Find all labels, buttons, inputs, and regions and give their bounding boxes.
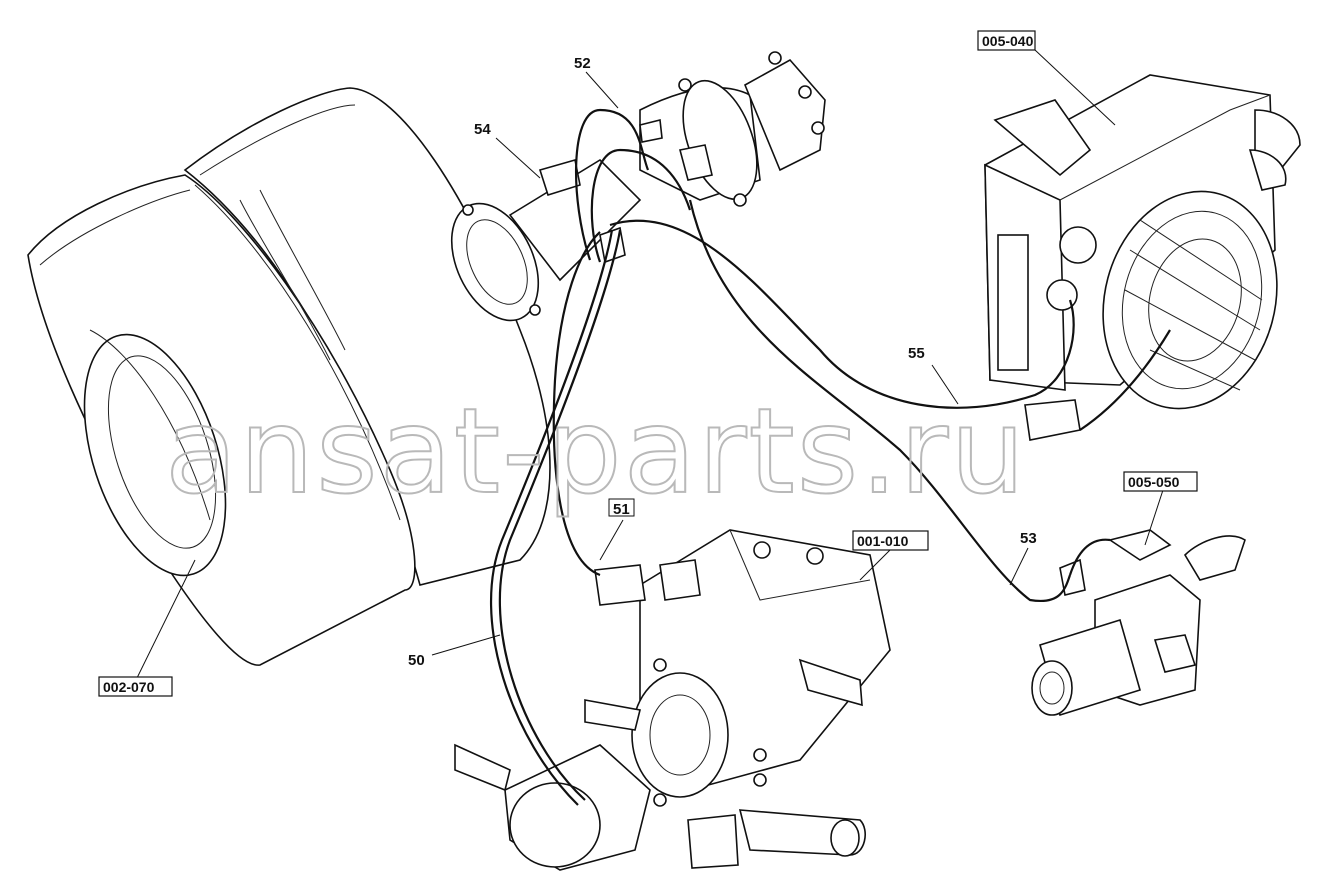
callout-53: 53 — [1020, 530, 1037, 547]
callout-54: 54 — [474, 121, 491, 138]
ref-001-010-label: 001-010 — [857, 533, 909, 549]
ref-005-050-label: 005-050 — [1128, 474, 1180, 490]
ref-005-040[interactable]: 005-040 — [977, 30, 1036, 51]
hydraulic-pump — [454, 529, 891, 871]
callout-51: 51 — [613, 501, 630, 518]
callout-50: 50 — [408, 652, 425, 669]
valve-unit — [1031, 529, 1246, 717]
twin-wheel — [27, 87, 551, 666]
ref-001-010[interactable]: 001-010 — [852, 530, 929, 551]
callout-51-box — [608, 498, 635, 517]
ref-005-050[interactable]: 005-050 — [1123, 471, 1198, 492]
wheel-motor — [450, 51, 826, 322]
callout-52: 52 — [574, 55, 591, 72]
ref-002-070-label: 002-070 — [103, 679, 155, 695]
leader-lines — [135, 49, 1164, 681]
hose-lines — [489, 108, 1171, 806]
cooler-fan-unit — [984, 74, 1301, 441]
ref-005-040-label: 005-040 — [982, 33, 1034, 49]
watermark-text: ansat-parts.ru — [165, 382, 1027, 520]
callout-55: 55 — [908, 345, 925, 362]
ref-002-070[interactable]: 002-070 — [98, 676, 173, 697]
